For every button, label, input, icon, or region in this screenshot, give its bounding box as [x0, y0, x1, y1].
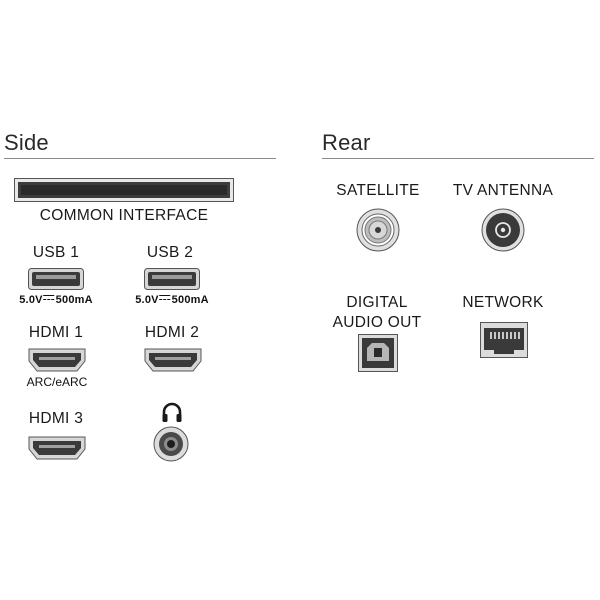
satellite-label: SATELLITE — [336, 182, 420, 199]
dc-symbol-icon — [159, 295, 171, 302]
hdmi1-sub-label: ARC/eARC — [26, 375, 88, 389]
side-heading: Side — [4, 130, 49, 155]
hdmi1-port-icon — [28, 348, 86, 372]
usb2-label: USB 2 — [146, 244, 194, 261]
usb2-voltage: 5.0V — [135, 294, 159, 306]
hdmi2-port-icon — [144, 348, 202, 372]
usb1-current: 500mA — [55, 294, 93, 306]
hdmi3-label: HDMI 3 — [28, 410, 84, 427]
usb2-port-icon — [144, 268, 200, 290]
usb2-rating: 5.0V 500mA — [135, 294, 209, 306]
usb1-label: USB 1 — [32, 244, 80, 261]
headphone-jack-icon — [153, 426, 189, 462]
rear-divider — [322, 158, 594, 159]
tv-antenna-connector-icon — [481, 208, 525, 252]
tv-antenna-label: TV ANTENNA — [452, 182, 554, 199]
usb1-port-icon — [28, 268, 84, 290]
headphones-icon — [162, 402, 182, 422]
usb1-rating: 5.0V 500mA — [19, 294, 93, 306]
hdmi1-label: HDMI 1 — [28, 324, 84, 341]
side-divider — [4, 158, 276, 159]
common-interface-label: COMMON INTERFACE — [39, 207, 209, 224]
satellite-connector-icon — [356, 208, 400, 252]
hdmi2-label: HDMI 2 — [144, 324, 200, 341]
common-interface-slot-icon — [14, 178, 234, 202]
network-label: NETWORK — [462, 294, 544, 311]
hdmi3-port-icon — [28, 436, 86, 460]
digital-audio-label-line1: DIGITAL — [346, 294, 408, 311]
digital-audio-label-line2: AUDIO OUT — [332, 314, 422, 331]
ethernet-port-icon — [480, 322, 528, 358]
rear-heading: Rear — [322, 130, 371, 155]
dc-symbol-icon — [43, 295, 55, 302]
usb1-voltage: 5.0V — [19, 294, 43, 306]
optical-audio-port-icon — [358, 334, 398, 372]
usb2-current: 500mA — [171, 294, 209, 306]
